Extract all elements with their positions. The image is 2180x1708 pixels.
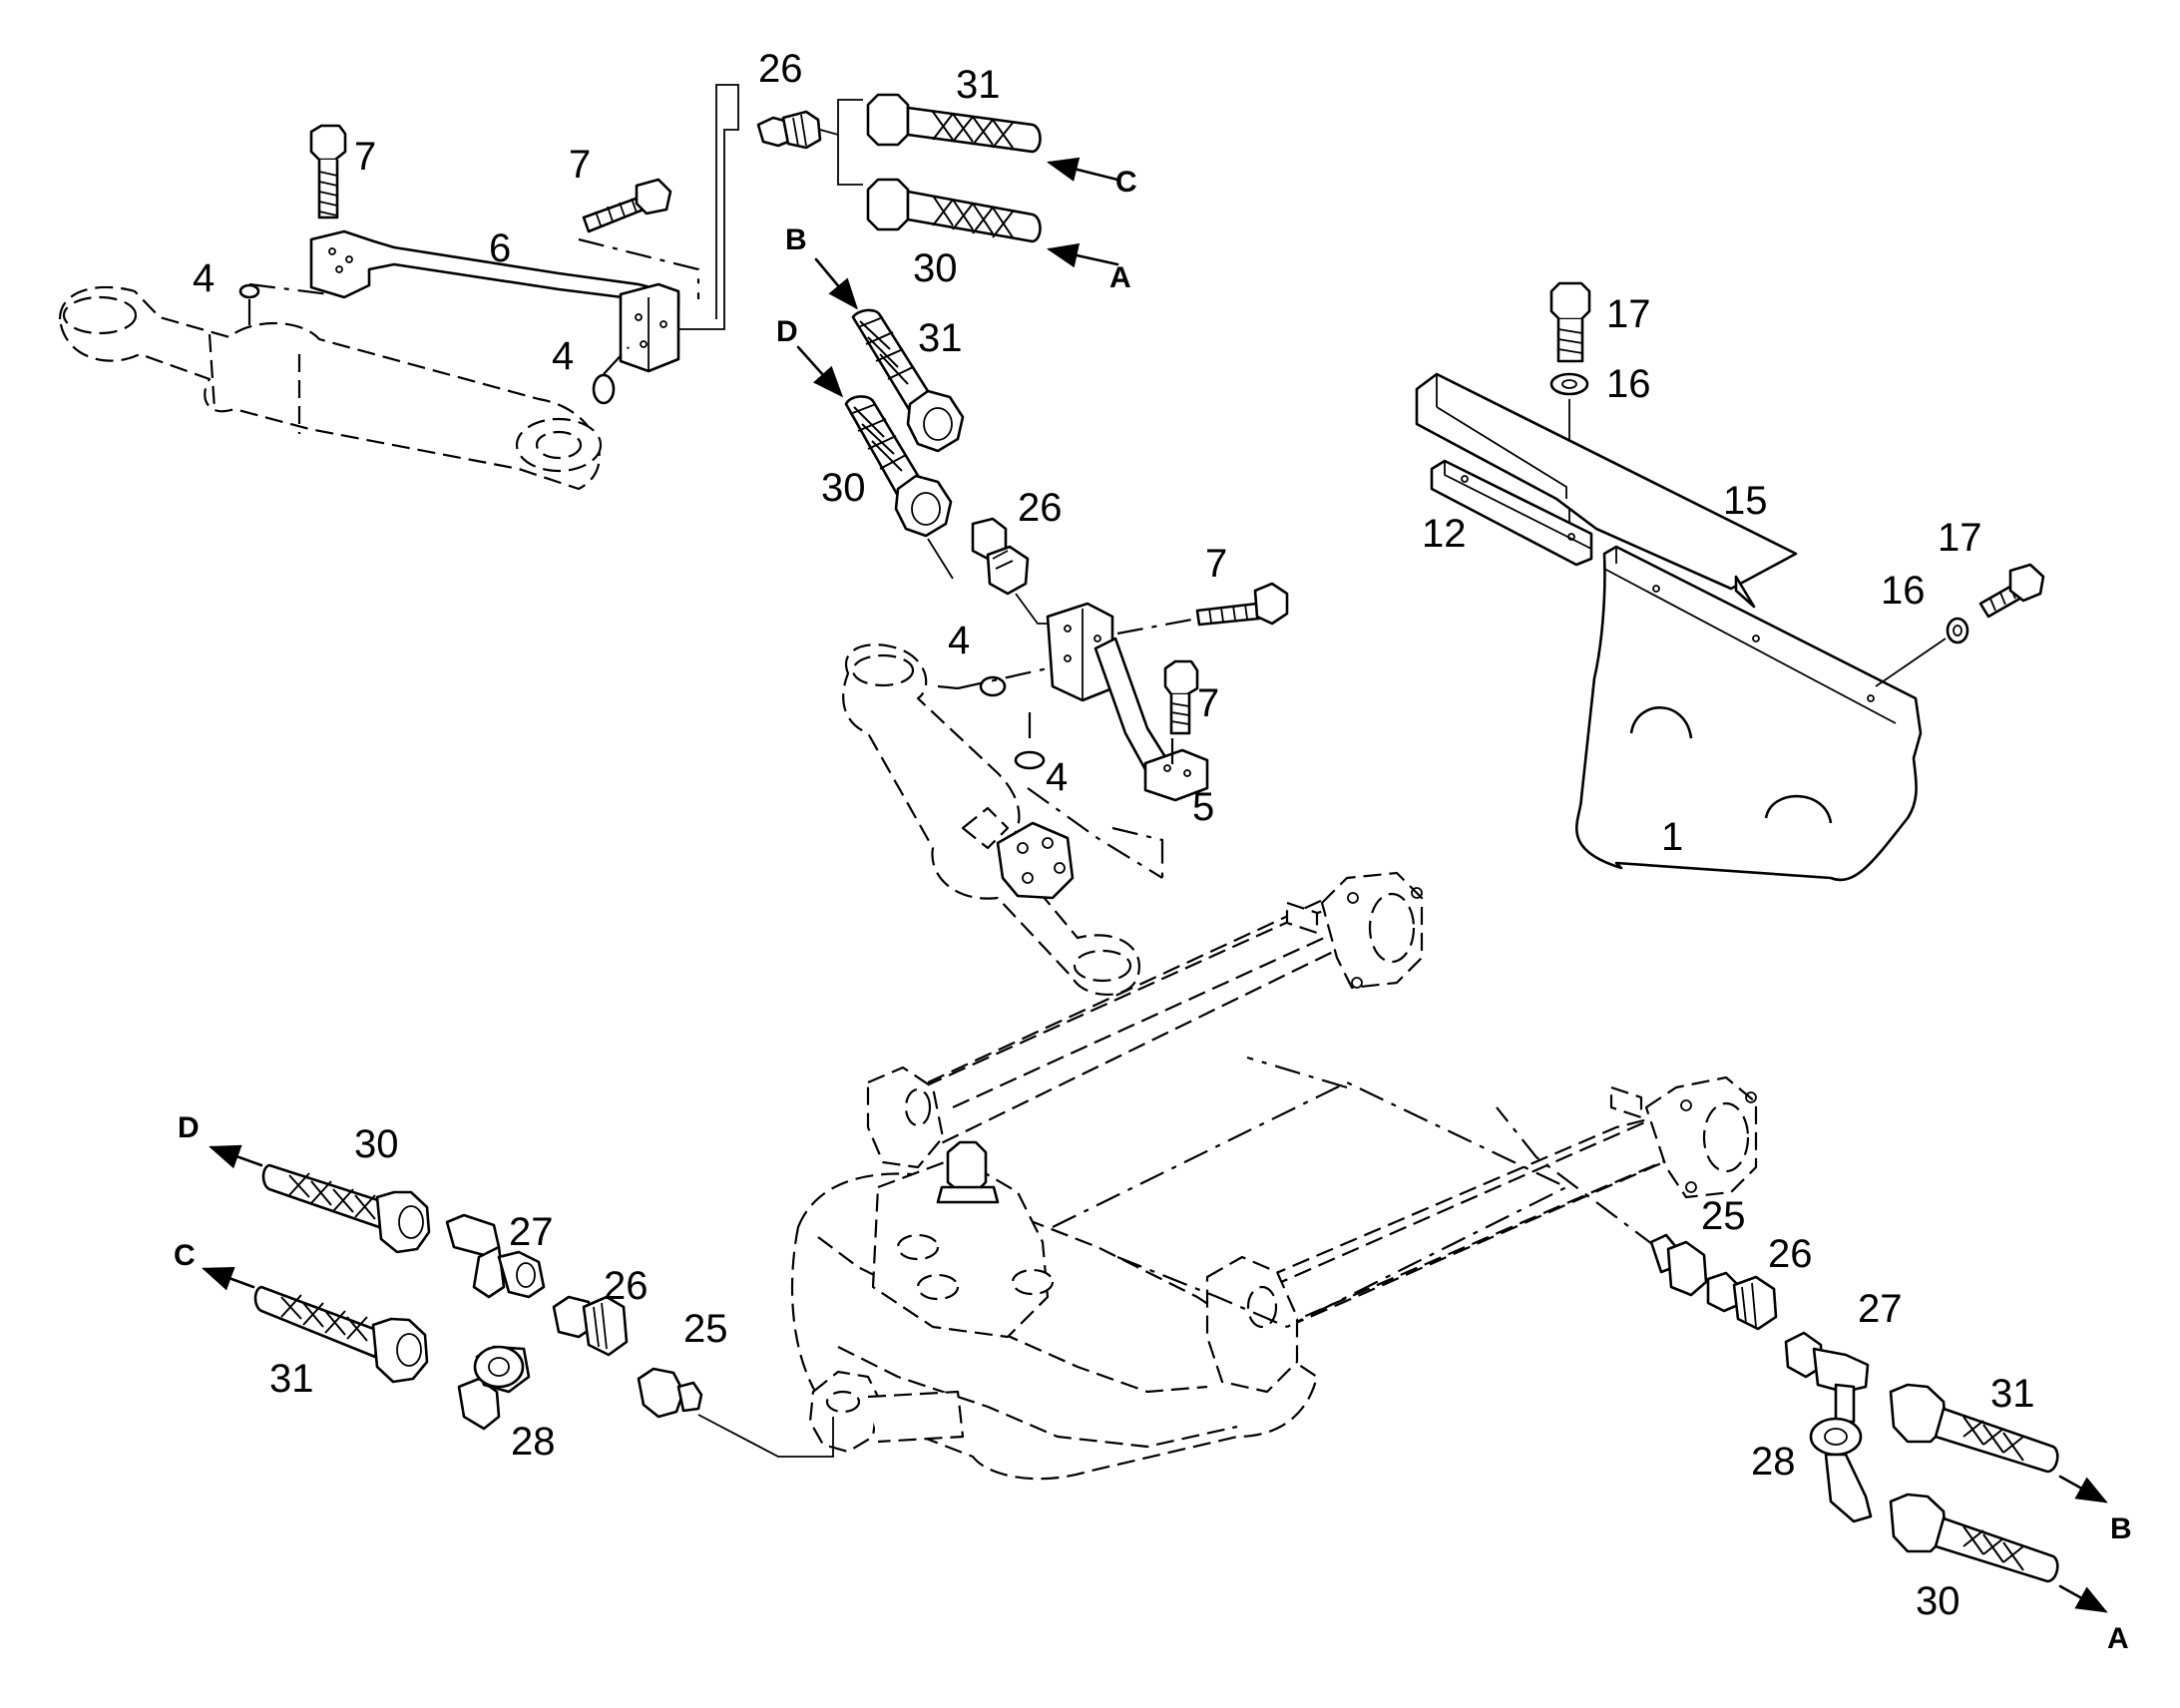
- connection-a: A: [1109, 261, 1131, 294]
- adapter-fitting-26-left: [552, 1295, 629, 1357]
- connection-b: B: [2110, 1512, 2132, 1545]
- adapter-fitting-26-middle: [971, 517, 1030, 596]
- hydraulic-tube-5: [1046, 602, 1209, 802]
- elbow-fitting-28-left: [457, 1345, 531, 1431]
- middle-steering-cylinder: [842, 643, 1140, 996]
- callout-31: 31: [918, 316, 963, 360]
- leader-right-to-axle: [1246, 1056, 1657, 1248]
- connection-d: D: [178, 1111, 200, 1144]
- o-ring-4-b: [592, 373, 616, 405]
- hydraulic-tube-6: [309, 229, 680, 373]
- callout-30: 30: [821, 466, 866, 510]
- assembly-leaders-upper-left: [247, 84, 739, 375]
- flow-arrow-c-lower-left: [202, 1266, 255, 1291]
- callout-27: 27: [509, 1210, 554, 1254]
- flow-arrow-b-top: [814, 257, 858, 310]
- callout-28: 28: [1751, 1440, 1796, 1484]
- callout-7: 7: [569, 143, 591, 187]
- callout-16: 16: [1606, 362, 1651, 406]
- reducer-fitting-25-left: [637, 1367, 703, 1419]
- hose-31-lower-left: [253, 1285, 429, 1384]
- bolt-7-left-a: [309, 124, 347, 219]
- flow-arrow-a-top: [1046, 242, 1119, 268]
- plate-12: [1430, 459, 1593, 567]
- callout-26: 26: [604, 1264, 649, 1308]
- flow-arrow-b-lower-right: [2058, 1475, 2108, 1503]
- callout-27: 27: [1858, 1287, 1903, 1331]
- bolt-17-side: [1978, 563, 2045, 619]
- elbow-fitting-28-right: [1809, 1417, 1873, 1523]
- leader-left-to-axle: [697, 1414, 834, 1458]
- callout-7: 7: [1205, 542, 1227, 586]
- flow-arrow-d-lower-left: [209, 1144, 263, 1169]
- callout-4: 4: [552, 334, 574, 378]
- hose-31-lower-right: [1889, 1383, 2059, 1474]
- callout-5: 5: [1192, 785, 1214, 829]
- callout-30: 30: [354, 1122, 399, 1166]
- callout-25: 25: [1701, 1194, 1746, 1238]
- axle-frame: [790, 871, 1758, 1481]
- washer-16-top: [1549, 372, 1589, 396]
- connection-c: C: [1115, 166, 1137, 199]
- bolt-7-left-b: [582, 178, 672, 233]
- flow-arrow-a-lower-right: [2058, 1584, 2108, 1613]
- plate-15: [1415, 372, 1798, 609]
- tee-fitting-27-left: [445, 1213, 546, 1299]
- reducer-fitting-25-right: [1649, 1233, 1708, 1297]
- connection-d: D: [776, 315, 798, 348]
- o-ring-4-c: [979, 675, 1007, 697]
- connection-a: A: [2107, 1622, 2129, 1655]
- flow-arrow-d-top: [796, 345, 844, 398]
- callout-16: 16: [1881, 569, 1926, 613]
- o-ring-4-d: [1014, 750, 1046, 770]
- hose-31-middle: [851, 308, 965, 453]
- hose-30-middle: [844, 395, 953, 538]
- callout-26: 26: [1768, 1232, 1813, 1276]
- callout-6: 6: [489, 226, 511, 270]
- shield-1: [1574, 545, 1923, 882]
- o-ring-4-a: [238, 283, 260, 299]
- callout-31: 31: [269, 1357, 314, 1401]
- adapter-fitting-26-right: [1706, 1271, 1778, 1331]
- hose-30-top: [866, 178, 1042, 243]
- callout-26: 26: [1018, 486, 1063, 530]
- adapter-fitting-26-top: [756, 110, 822, 150]
- callout-31: 31: [1990, 1372, 2035, 1416]
- bolt-17-top: [1549, 281, 1591, 363]
- callout-1: 1: [1661, 815, 1683, 859]
- hose-30-lower-left: [261, 1163, 431, 1254]
- bolt-7-middle-a: [1195, 582, 1289, 627]
- callout-17: 17: [1606, 292, 1651, 336]
- callout-4: 4: [193, 256, 215, 300]
- callout-7: 7: [1197, 681, 1219, 725]
- fitting-leader-middle: [927, 538, 1048, 625]
- assembly-leader-middle-b: [937, 684, 1163, 879]
- callout-4: 4: [948, 619, 970, 662]
- callout-7: 7: [354, 135, 376, 179]
- assembly-leaders-middle: [957, 617, 1198, 878]
- bolt-7-middle-b: [1163, 659, 1199, 735]
- fitting-leader-top: [819, 99, 863, 186]
- flow-arrow-c-top: [1046, 157, 1119, 182]
- tee-fitting-27-right: [1784, 1331, 1870, 1424]
- left-upper-steering-cylinder: [58, 285, 603, 491]
- callout-17: 17: [1938, 516, 1982, 560]
- hose-31-top: [866, 93, 1042, 154]
- callout-4: 4: [1046, 755, 1068, 799]
- callout-28: 28: [511, 1420, 556, 1464]
- callout-26: 26: [758, 47, 803, 91]
- callout-15: 15: [1723, 479, 1768, 523]
- washer-16-side: [1946, 617, 1969, 644]
- callout-31: 31: [956, 63, 1001, 107]
- callout-25: 25: [683, 1307, 728, 1351]
- callout-12: 12: [1422, 512, 1467, 556]
- callout-30: 30: [913, 246, 958, 290]
- hose-30-lower-right: [1889, 1493, 2059, 1583]
- callout-30: 30: [1916, 1579, 1961, 1623]
- shield-side-leader: [1875, 638, 1947, 687]
- connection-c: C: [174, 1239, 196, 1272]
- connection-b: B: [785, 223, 807, 256]
